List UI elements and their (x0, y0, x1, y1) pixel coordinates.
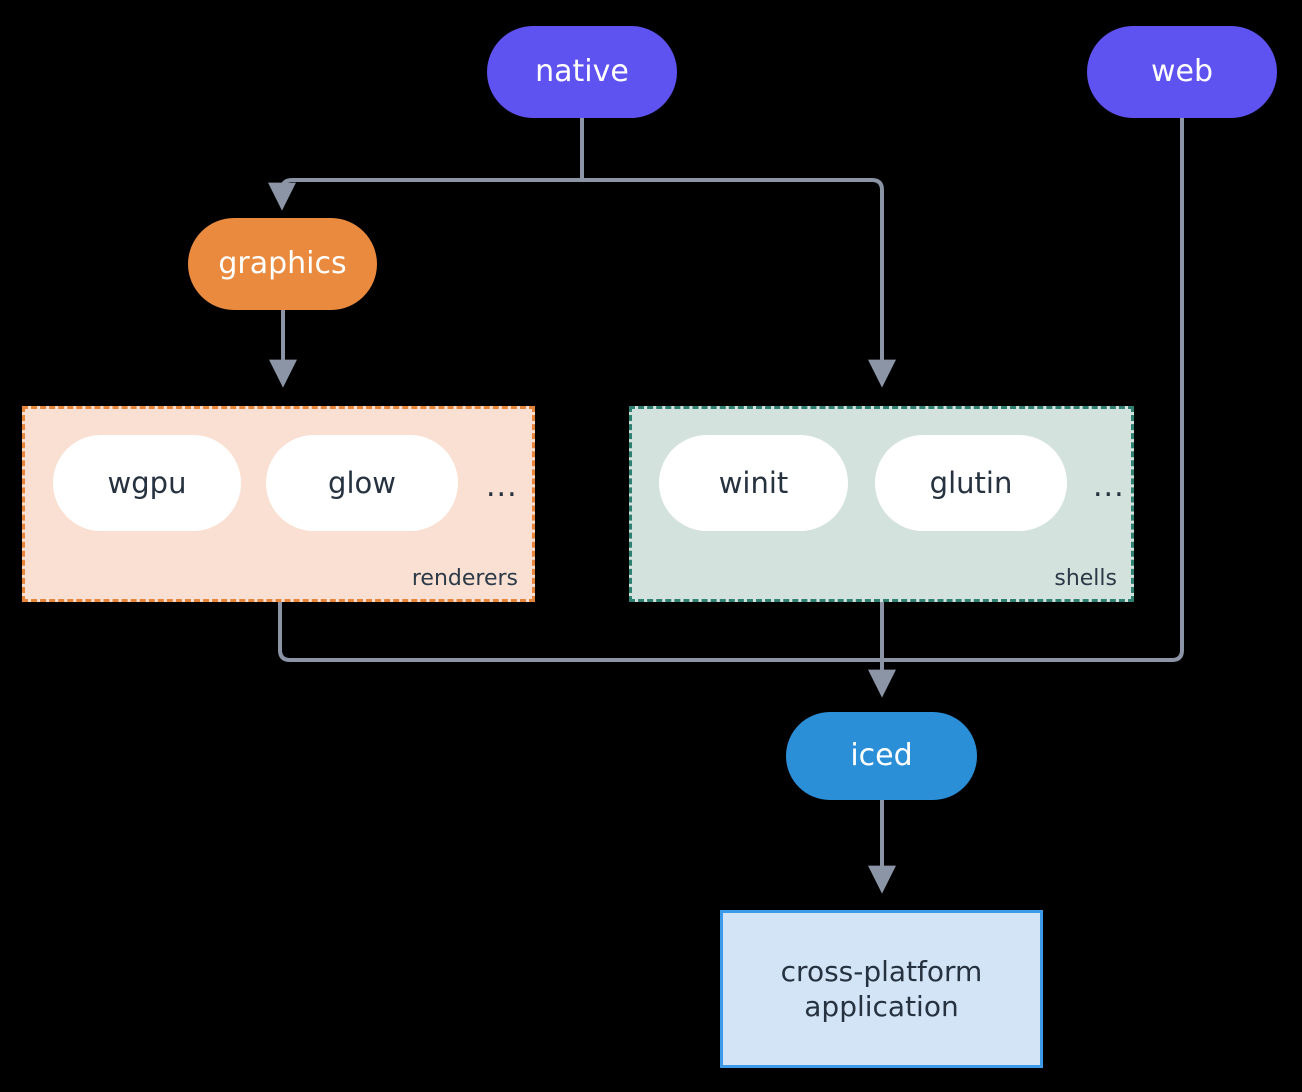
chip-glow-label: glow (328, 466, 396, 500)
chip-wgpu-label: wgpu (107, 466, 187, 500)
renderers-more-ellipsis: ... (486, 469, 518, 504)
shells-more-ellipsis: ... (1093, 469, 1125, 504)
group-renderers: wgpu glow ... renderers (22, 406, 535, 602)
node-graphics-label: graphics (218, 246, 347, 282)
node-iced[interactable]: iced (786, 712, 977, 800)
node-application-label-line1: cross-platform (780, 955, 983, 988)
edge-native-to-graphics (268, 178, 584, 211)
node-application[interactable]: cross-platform application (720, 910, 1043, 1068)
group-renderers-label: renderers (411, 566, 518, 591)
chip-winit[interactable]: winit (659, 435, 848, 531)
group-shells: winit glutin ... shells (629, 406, 1134, 602)
chip-glutin[interactable]: glutin (875, 435, 1067, 531)
node-application-label-line2: application (804, 990, 959, 1023)
node-web[interactable]: web (1087, 26, 1277, 118)
chip-winit-label: winit (718, 466, 789, 500)
chip-glow[interactable]: glow (266, 435, 458, 531)
node-native[interactable]: native (487, 26, 677, 118)
group-shells-label: shells (1054, 566, 1117, 591)
edge-renderers-to-iced (278, 600, 884, 662)
chip-glutin-label: glutin (929, 466, 1013, 500)
chip-wgpu[interactable]: wgpu (53, 435, 241, 531)
node-iced-label: iced (850, 738, 913, 774)
edge-native-to-shells (580, 178, 896, 388)
node-web-label: web (1150, 54, 1214, 90)
node-native-label: native (535, 54, 629, 90)
node-graphics[interactable]: graphics (188, 218, 377, 310)
